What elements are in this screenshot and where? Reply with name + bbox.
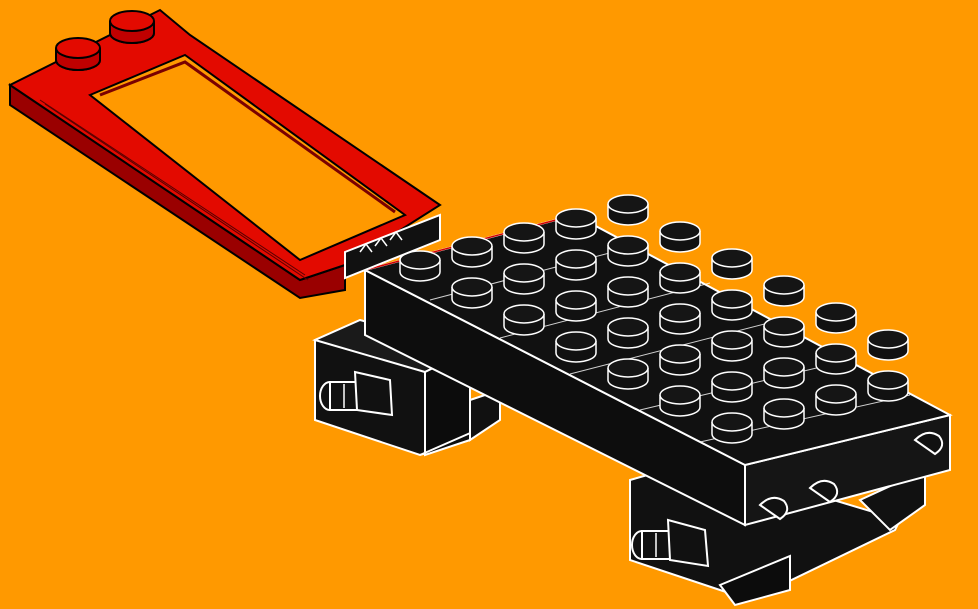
- stud: [764, 317, 804, 347]
- stud: [660, 304, 700, 334]
- stud: [608, 277, 648, 307]
- stud: [504, 264, 544, 294]
- stud: [816, 385, 856, 415]
- stud: [608, 318, 648, 348]
- stud: [868, 371, 908, 401]
- stud: [712, 331, 752, 361]
- stud: [556, 332, 596, 362]
- stud: [452, 237, 492, 267]
- stud: [504, 305, 544, 335]
- stud: [764, 399, 804, 429]
- stud: [660, 386, 700, 416]
- stud: [556, 250, 596, 280]
- stud: [868, 330, 908, 360]
- stud: [660, 345, 700, 375]
- stud: [660, 263, 700, 293]
- stud: [712, 290, 752, 320]
- stud: [764, 358, 804, 388]
- stud: [608, 359, 648, 389]
- stud: [660, 222, 700, 252]
- stud: [816, 303, 856, 333]
- red-window-frame-panel: [10, 10, 440, 298]
- stud: [504, 223, 544, 253]
- stud: [764, 276, 804, 306]
- stud: [556, 291, 596, 321]
- stud: [712, 372, 752, 402]
- black-plate-6x6: [365, 195, 950, 525]
- stud: [556, 209, 596, 239]
- stud: [608, 195, 648, 225]
- stud: [452, 278, 492, 308]
- stud: [608, 236, 648, 266]
- stud: [712, 249, 752, 279]
- stud: [816, 344, 856, 374]
- stud: [400, 251, 440, 281]
- stud: [712, 413, 752, 443]
